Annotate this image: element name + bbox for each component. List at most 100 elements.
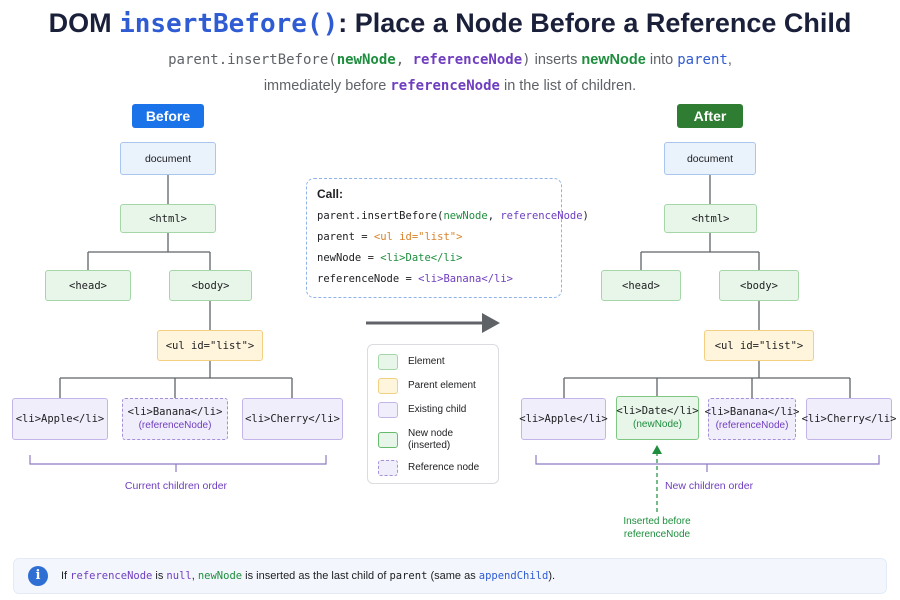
after-node-ul: <ul id="list">: [704, 330, 814, 361]
before-node-cherry: <li>Cherry</li>: [242, 398, 343, 440]
before-node-ul: <ul id="list">: [157, 330, 263, 361]
sub2-text-1: immediately before: [263, 78, 391, 94]
note-ref-node: referenceNode: [70, 570, 153, 582]
note-comma: ,: [191, 570, 198, 582]
call-box: Call: parent.insertBefore(newNode, refer…: [306, 178, 589, 298]
call-parent-lhs: parent =: [317, 231, 374, 243]
title-prefix: DOM: [48, 8, 120, 38]
legend-swatch-parent: [378, 378, 398, 394]
call-ref-node: referenceNode: [500, 210, 583, 222]
before-node-head-label: <head>: [69, 279, 107, 292]
sub-comma: ,: [395, 52, 413, 68]
call-new-rhs: <li>Date</li>: [380, 252, 463, 264]
page-title: DOM insertBefore(): Place a Node Before …: [0, 8, 900, 39]
info-note: i If referenceNode is null, newNode is i…: [13, 558, 887, 594]
note-null: null: [166, 570, 192, 582]
call-ref-rhs: <li>Banana</li>: [418, 273, 513, 285]
after-node-cherry: <li>Cherry</li>: [802, 398, 896, 440]
sub-new-node-2: newNode: [581, 52, 646, 68]
sub-text-1: inserts: [530, 52, 582, 68]
after-caption: New children order: [664, 480, 754, 492]
before-node-banana: <li>Banana</li> (referenceNode): [122, 398, 228, 440]
subtitle-line-2: immediately before referenceNode in the …: [0, 78, 900, 94]
note-parent: parent: [389, 570, 428, 582]
legend-item-reference: Reference node: [378, 460, 479, 476]
note-rest-1: is inserted as the last child of: [242, 570, 390, 582]
note-rest-2: (same as: [427, 570, 479, 582]
call-fn: parent.insertBefore(: [317, 210, 444, 222]
after-node-document: document: [664, 142, 756, 175]
after-node-body-label: <body>: [740, 279, 778, 292]
after-node-head: <head>: [601, 270, 681, 301]
after-node-date: <li>Date</li> (newNode): [616, 396, 699, 440]
legend-swatch-reference: [378, 460, 398, 476]
after-header: After: [677, 104, 743, 128]
call-line-1: parent.insertBefore(newNode, referenceNo…: [317, 210, 589, 222]
call-line-2: parent = <ul id="list">: [317, 231, 551, 243]
after-node-banana-ref-label: (referenceNode): [715, 420, 789, 431]
legend: Element Parent element Existing child Ne…: [367, 344, 499, 484]
call-new-node: newNode: [443, 210, 488, 222]
inserted-caption-line-1: Inserted before: [623, 516, 691, 527]
before-node-document: document: [120, 142, 216, 175]
legend-item-element: Element: [378, 354, 445, 370]
after-node-date-label: <li>Date</li>: [616, 405, 699, 417]
before-node-html-label: <html>: [149, 212, 187, 225]
legend-label-element: Element: [408, 356, 445, 367]
sub-call-close: ): [522, 52, 531, 68]
after-node-body: <body>: [719, 270, 799, 301]
call-label: Call:: [317, 187, 344, 201]
call-comma: ,: [487, 210, 501, 222]
legend-swatch-existing: [378, 402, 398, 418]
note-append: appendChild: [478, 570, 549, 582]
call-line-4: referenceNode = <li>Banana</li>: [317, 273, 551, 285]
legend-item-parent: Parent element: [378, 378, 476, 394]
after-node-apple: <li>Apple</li>: [519, 398, 608, 440]
before-node-apple: <li>Apple</li>: [12, 398, 108, 440]
note-new-node: newNode: [197, 570, 243, 582]
title-code: insertBefore(): [119, 9, 339, 39]
info-icon: i: [28, 566, 48, 586]
after-node-banana-label: <li>Banana</li>: [704, 406, 800, 418]
after-node-document-label: document: [686, 152, 734, 165]
call-parent-rhs: <ul id="list">: [373, 231, 463, 243]
before-node-body: <body>: [169, 270, 252, 301]
legend-swatch-element: [378, 354, 398, 370]
sub2-text-2: in the list of children.: [499, 78, 637, 94]
sub-text-3: ,: [727, 52, 732, 68]
legend-item-new: New node(inserted): [378, 428, 453, 452]
info-note-text: If referenceNode is null, newNode is ins…: [61, 570, 555, 582]
call-close: ): [582, 210, 589, 222]
sub-new-node: newNode: [336, 52, 396, 68]
call-line-3: newNode = <li>Date</li>: [317, 252, 551, 264]
after-node-html: <html>: [664, 204, 757, 233]
before-node-ul-label: <ul id="list">: [165, 339, 255, 352]
sub2-ref-node: referenceNode: [390, 78, 500, 94]
before-node-apple-label: <li>Apple</li>: [15, 413, 105, 425]
after-node-html-label: <html>: [691, 212, 730, 225]
note-is: is: [152, 570, 167, 582]
sub-ref-node: referenceNode: [412, 52, 523, 68]
before-node-html: <html>: [120, 204, 216, 233]
before-header: Before: [132, 104, 204, 128]
call-ref-lhs: referenceNode =: [317, 273, 419, 285]
before-node-head: <head>: [45, 270, 131, 301]
legend-label-new-2: (inserted): [408, 440, 451, 451]
legend-label-parent: Parent element: [408, 380, 476, 391]
legend-label-reference: Reference node: [408, 462, 480, 473]
before-node-body-label: <body>: [191, 279, 230, 292]
after-node-cherry-label: <li>Cherry</li>: [801, 413, 897, 425]
inserted-caption-line-2: referenceNode: [623, 529, 691, 540]
before-node-banana-label: <li>Banana</li>: [127, 406, 223, 418]
after-node-date-new-label: (newNode): [633, 419, 682, 430]
before-node-banana-ref-label: (referenceNode): [138, 420, 212, 431]
inserted-caption: Inserted before referenceNode: [602, 515, 712, 541]
after-node-head-label: <head>: [622, 279, 660, 292]
legend-swatch-new: [378, 432, 398, 448]
note-rest-3: ).: [548, 570, 556, 582]
title-suffix: : Place a Node Before a Reference Child: [338, 8, 852, 38]
inserted-arrow-icon: [652, 445, 662, 512]
before-node-document-label: document: [144, 152, 192, 165]
legend-label-new: New node(inserted): [408, 428, 453, 452]
